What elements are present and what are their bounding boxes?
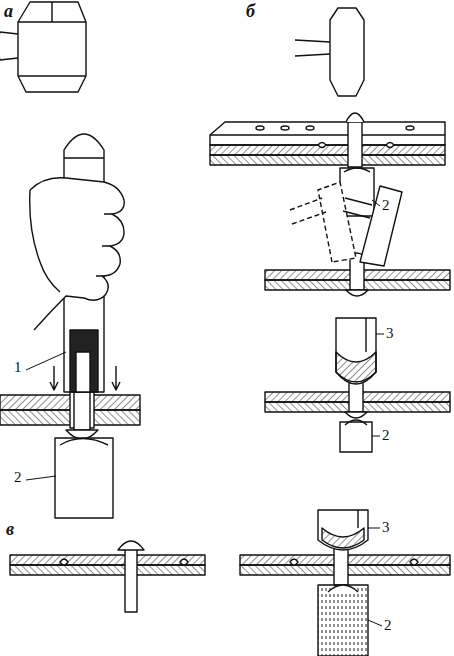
- callout-number: 1: [14, 360, 22, 375]
- callout-number: 3: [382, 520, 390, 535]
- panel-letter: б: [246, 2, 255, 20]
- leader-line: [372, 200, 380, 206]
- leader-line: [372, 436, 380, 437]
- leader-line: [26, 476, 56, 480]
- callout-number: 2: [384, 618, 392, 633]
- panel-letter: в: [6, 520, 14, 538]
- leader-line: [368, 528, 380, 529]
- panel-letter: а: [4, 2, 13, 20]
- leader-line: [26, 352, 66, 370]
- leader-line: [368, 620, 382, 626]
- leader-line: [376, 334, 384, 335]
- callout-number: 2: [382, 198, 390, 213]
- callout-number: 3: [386, 326, 394, 341]
- callout-number: 2: [382, 428, 390, 443]
- callout-number: 2: [14, 470, 22, 485]
